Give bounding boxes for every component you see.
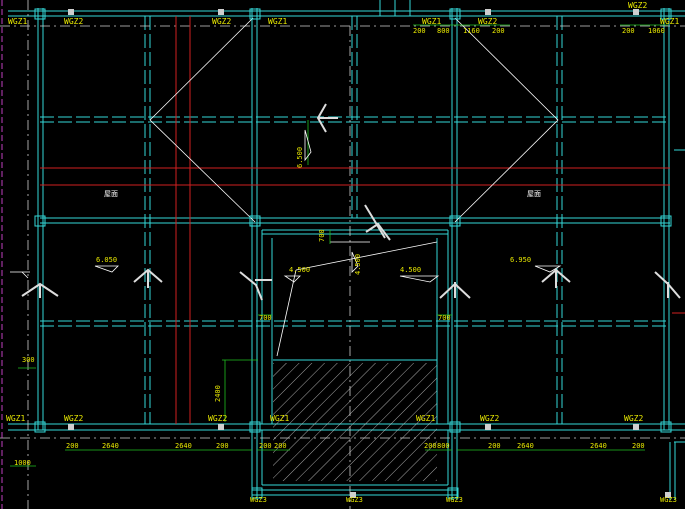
slope-arrow-stair xyxy=(364,204,391,241)
dim-stair-700-left: 700 xyxy=(259,314,272,322)
dim-stair-700-right: 700 xyxy=(438,314,451,322)
note-right: 屋面 xyxy=(527,190,541,198)
dim-bot-200-a: 200 xyxy=(66,442,79,450)
tag-top-right: WGZ1 xyxy=(660,17,679,26)
tag-bottom-3: WGZ1 xyxy=(270,414,289,423)
dim-bot-2640-d: 2640 xyxy=(590,442,607,450)
tag-stair-right: WGZ3 xyxy=(660,496,677,504)
dim-stair-700-top: 700 xyxy=(318,229,326,242)
elev-upper-vertical: 6.500 xyxy=(296,147,304,168)
dim-left-300: 300 xyxy=(22,356,35,364)
slope-arrows xyxy=(21,103,681,301)
slope-arrow-5 xyxy=(541,268,571,288)
dim-bot-800: 800 xyxy=(437,442,450,450)
dim-top-1060: 1060 xyxy=(648,27,665,35)
elev-stair-left: 4.500 xyxy=(289,266,310,274)
tag-bottom-5: WGZ2 xyxy=(480,414,499,423)
slope-arrow-3 xyxy=(239,271,272,301)
dim-bot-200-c: 200 xyxy=(259,442,272,450)
dim-bot-2640-b: 2640 xyxy=(175,442,192,450)
tag-stair-2: WGZ3 xyxy=(346,496,363,504)
tag-top-left: WGZ1 xyxy=(8,17,27,26)
tag-bottom-2: WGZ2 xyxy=(208,414,227,423)
slope-arrow-right xyxy=(654,271,681,299)
note-left: 屋面 xyxy=(104,190,118,198)
tag-stair-3: WGZ3 xyxy=(446,496,463,504)
dim-bot-200-g: 200 xyxy=(632,442,645,450)
tag-stair-1: WGZ3 xyxy=(250,496,267,504)
tag-top-1: WGZ2 xyxy=(64,17,83,26)
slope-arrow-2 xyxy=(133,268,163,288)
elevation-markers xyxy=(10,129,562,283)
dim-bot-2640-c: 2640 xyxy=(517,442,534,450)
elev-stair-right: 4.500 xyxy=(400,266,421,274)
dim-bot-200-e: 200 xyxy=(424,442,437,450)
tag-top-6: WGZ2 xyxy=(628,1,647,10)
dim-bot-200-b: 200 xyxy=(216,442,229,450)
dim-left-1000: 1000 xyxy=(14,459,31,467)
tag-bottom-left: WGZ1 xyxy=(6,414,25,423)
slope-arrow-top xyxy=(316,103,338,133)
dimension-lines xyxy=(10,24,668,467)
dim-bot-200-f: 200 xyxy=(488,442,501,450)
dim-stair-2400: 2400 xyxy=(214,385,222,402)
slope-arrow-4 xyxy=(439,282,471,299)
tag-top-3: WGZ1 xyxy=(268,17,287,26)
dim-bot-200-d: 200 xyxy=(274,442,287,450)
stair-hatch-area xyxy=(273,363,437,481)
tag-bottom-6: WGZ2 xyxy=(624,414,643,423)
dim-top-200-b: 200 xyxy=(492,27,505,35)
slope-arrow-left xyxy=(21,282,59,298)
tag-bottom-1: WGZ2 xyxy=(64,414,83,423)
dim-top-800: 800 xyxy=(437,27,450,35)
dim-top-200-a: 200 xyxy=(413,27,426,35)
tag-bottom-4: WGZ1 xyxy=(416,414,435,423)
elev-right: 6.950 xyxy=(510,256,531,264)
red-lines xyxy=(40,16,685,424)
dim-top-200-c: 200 xyxy=(622,27,635,35)
dim-top-1160: 1160 xyxy=(463,27,480,35)
elev-stair-vertical: 4.500 xyxy=(354,254,362,275)
tag-top-5: WGZ2 xyxy=(478,17,497,26)
tag-top-2: WGZ2 xyxy=(212,17,231,26)
tag-top-4: WGZ1 xyxy=(422,17,441,26)
grid-lines xyxy=(8,0,685,500)
roof-ridge-lines xyxy=(149,17,559,357)
dim-bot-2640-a: 2640 xyxy=(102,442,119,450)
elev-left: 6.050 xyxy=(96,256,117,264)
small-column-marks xyxy=(68,9,671,498)
column-nodes xyxy=(34,8,672,499)
